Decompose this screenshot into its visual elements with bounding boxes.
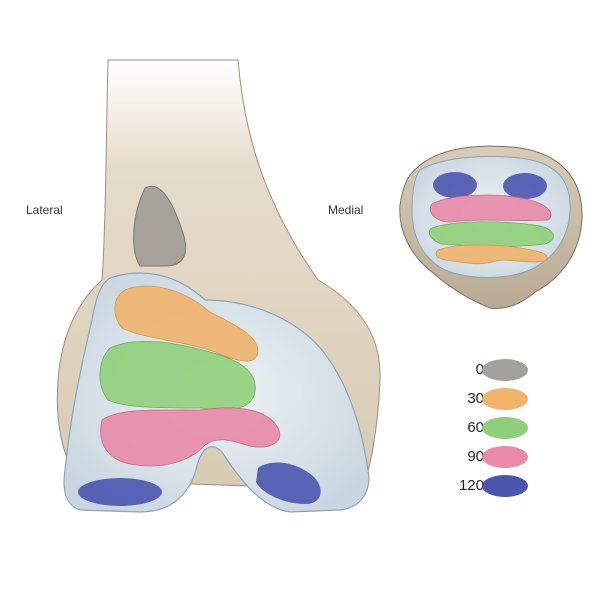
- legend-item-90: 90°: [420, 443, 580, 472]
- legend-swatch: [482, 446, 528, 468]
- intercondylar-notch: [133, 185, 187, 267]
- femur-zone-60: [99, 340, 256, 411]
- femoral-contact-zones: [78, 285, 321, 506]
- patella-zone-30: [435, 244, 548, 265]
- flexion-angle-legend: 0° 30° 60° 90° 120°: [420, 356, 580, 501]
- patella-zone-120-medial: [503, 173, 547, 199]
- patella-zone-90: [429, 194, 552, 223]
- legend-swatch: [482, 475, 528, 497]
- legend-item-0: 0°: [420, 356, 580, 385]
- lateral-label: Lateral: [26, 203, 63, 217]
- femur-zone-120-medial: [256, 462, 321, 504]
- femur-zone-30: [114, 285, 259, 362]
- patella-zone-120-lateral: [433, 172, 477, 198]
- legend-swatch: [482, 388, 528, 410]
- legend-item-30: 30°: [420, 385, 580, 414]
- medial-label: Medial: [328, 203, 364, 217]
- femur-zone-90: [100, 407, 281, 467]
- legend-label: 120°: [458, 477, 490, 494]
- femur-zone-120-lateral: [78, 478, 162, 506]
- legend-item-60: 60°: [420, 414, 580, 443]
- patella-zone-60: [428, 221, 554, 247]
- legend-swatch: [482, 417, 528, 439]
- patella: [399, 145, 583, 309]
- legend-swatch: [482, 359, 528, 381]
- legend-item-120: 120°: [420, 472, 580, 501]
